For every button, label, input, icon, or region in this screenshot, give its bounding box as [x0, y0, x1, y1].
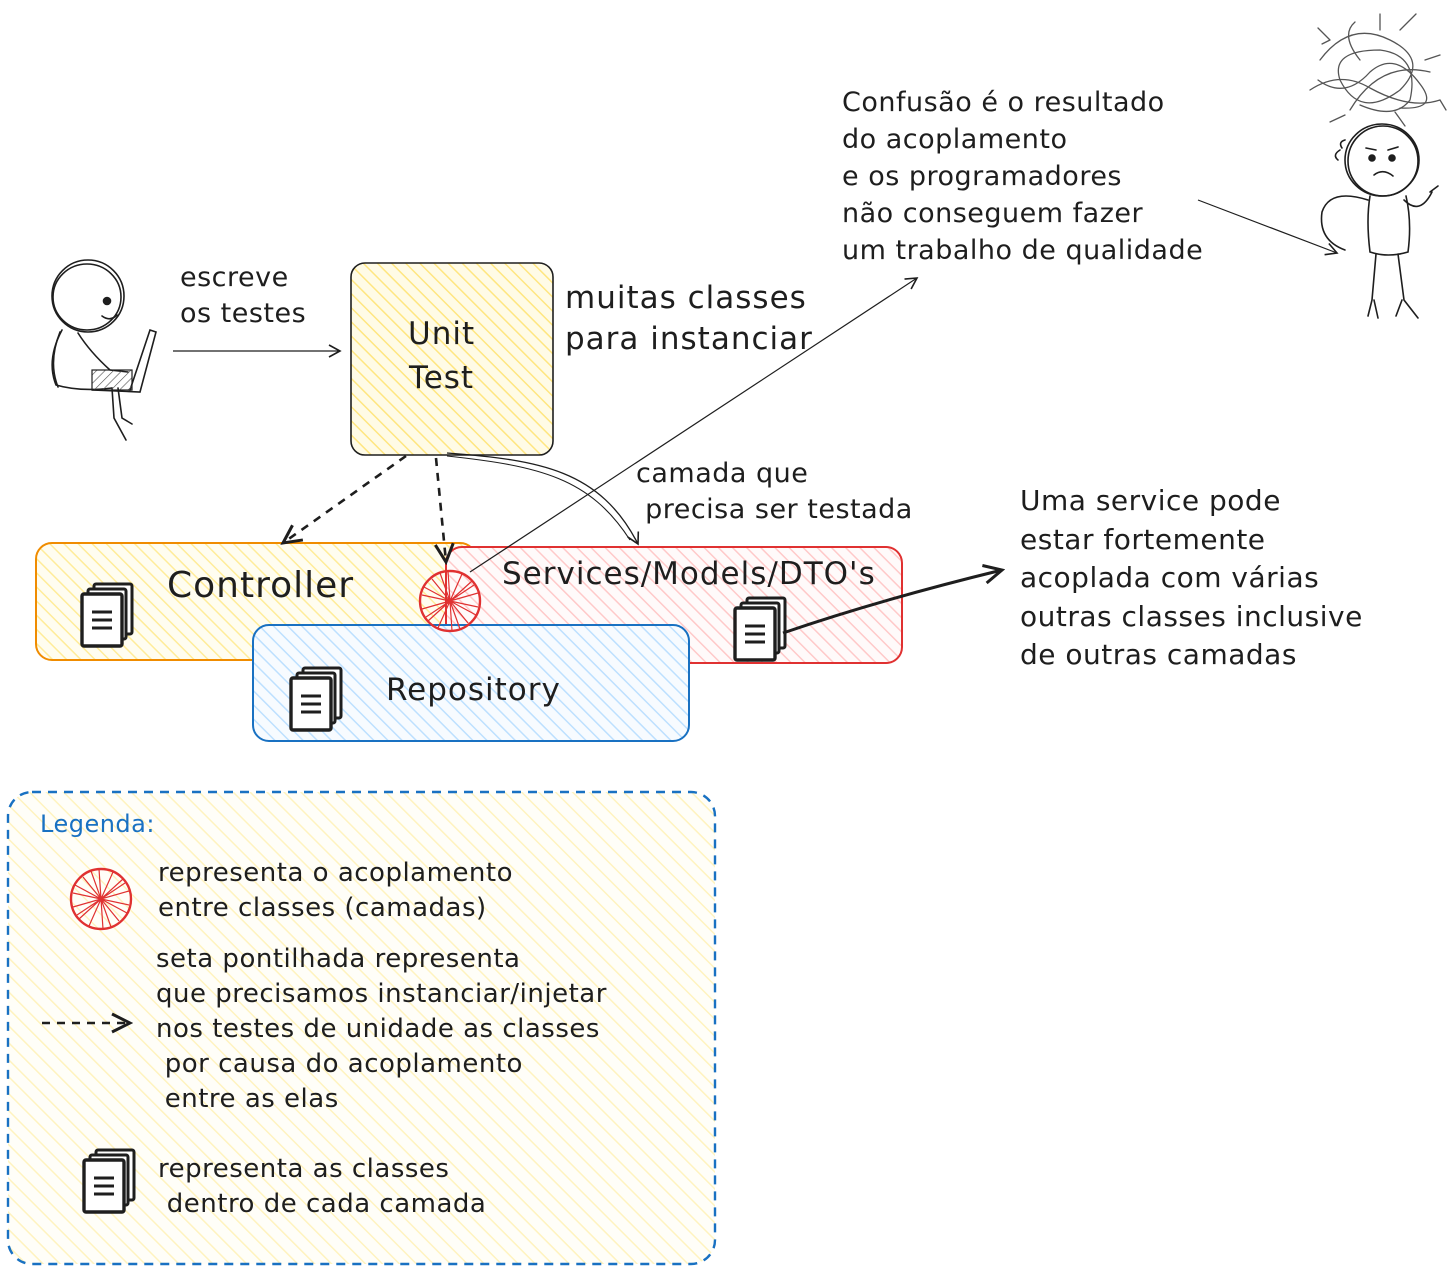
- legend-document-stack-icon: [82, 1148, 136, 1214]
- legend-dashed-arrow-text: seta pontilhada representa que precisamo…: [156, 944, 607, 1114]
- unit-test-label: Unit Test: [408, 316, 476, 396]
- tangled-thoughts-icon: [1309, 13, 1447, 127]
- writes-tests-label: escreve os testes: [180, 262, 307, 329]
- services-label: Services/Models/DTO's: [502, 556, 876, 592]
- legend-coupling-text: representa o acoplamento entre classes (…: [158, 858, 514, 923]
- unit-test-to-services-arrow-stroke: [446, 455, 631, 541]
- confusion-to-person-arrow: [1197, 199, 1339, 256]
- services-classes-document-stack-icon: [733, 596, 787, 662]
- repository-layer: [252, 624, 690, 742]
- unit-test-to-controller-dashed-arrow: [283, 454, 407, 543]
- many-classes-label: muitas classes para instanciar: [565, 280, 813, 357]
- unit-test-to-coupling-dashed-arrow: [436, 457, 446, 562]
- controller-label: Controller: [167, 565, 355, 606]
- unit-test-box: [350, 262, 554, 456]
- services-to-note-arrow: [782, 570, 1002, 635]
- legend-box: [6, 790, 717, 1266]
- repository-classes-document-stack-icon: [289, 666, 343, 732]
- person-laptop-icon: [51, 259, 157, 441]
- layer-to-test-label: camada que precisa ser testada: [636, 458, 913, 525]
- service-coupling-note: Uma service pode estar fortemente acopla…: [1020, 484, 1363, 671]
- controller-classes-document-stack-icon: [80, 582, 134, 648]
- unit-test-to-services-arrow: [446, 452, 640, 546]
- legend-title: Legenda:: [40, 810, 155, 838]
- legend-classes-text: representa as classes dentro de cada cam…: [158, 1154, 487, 1219]
- coupling-to-confusion-arrow: [469, 277, 919, 573]
- confused-person-icon: [1320, 123, 1439, 319]
- confusion-label: Confusão é o resultado do acoplamento e …: [842, 87, 1204, 266]
- repository-label: Repository: [386, 672, 561, 708]
